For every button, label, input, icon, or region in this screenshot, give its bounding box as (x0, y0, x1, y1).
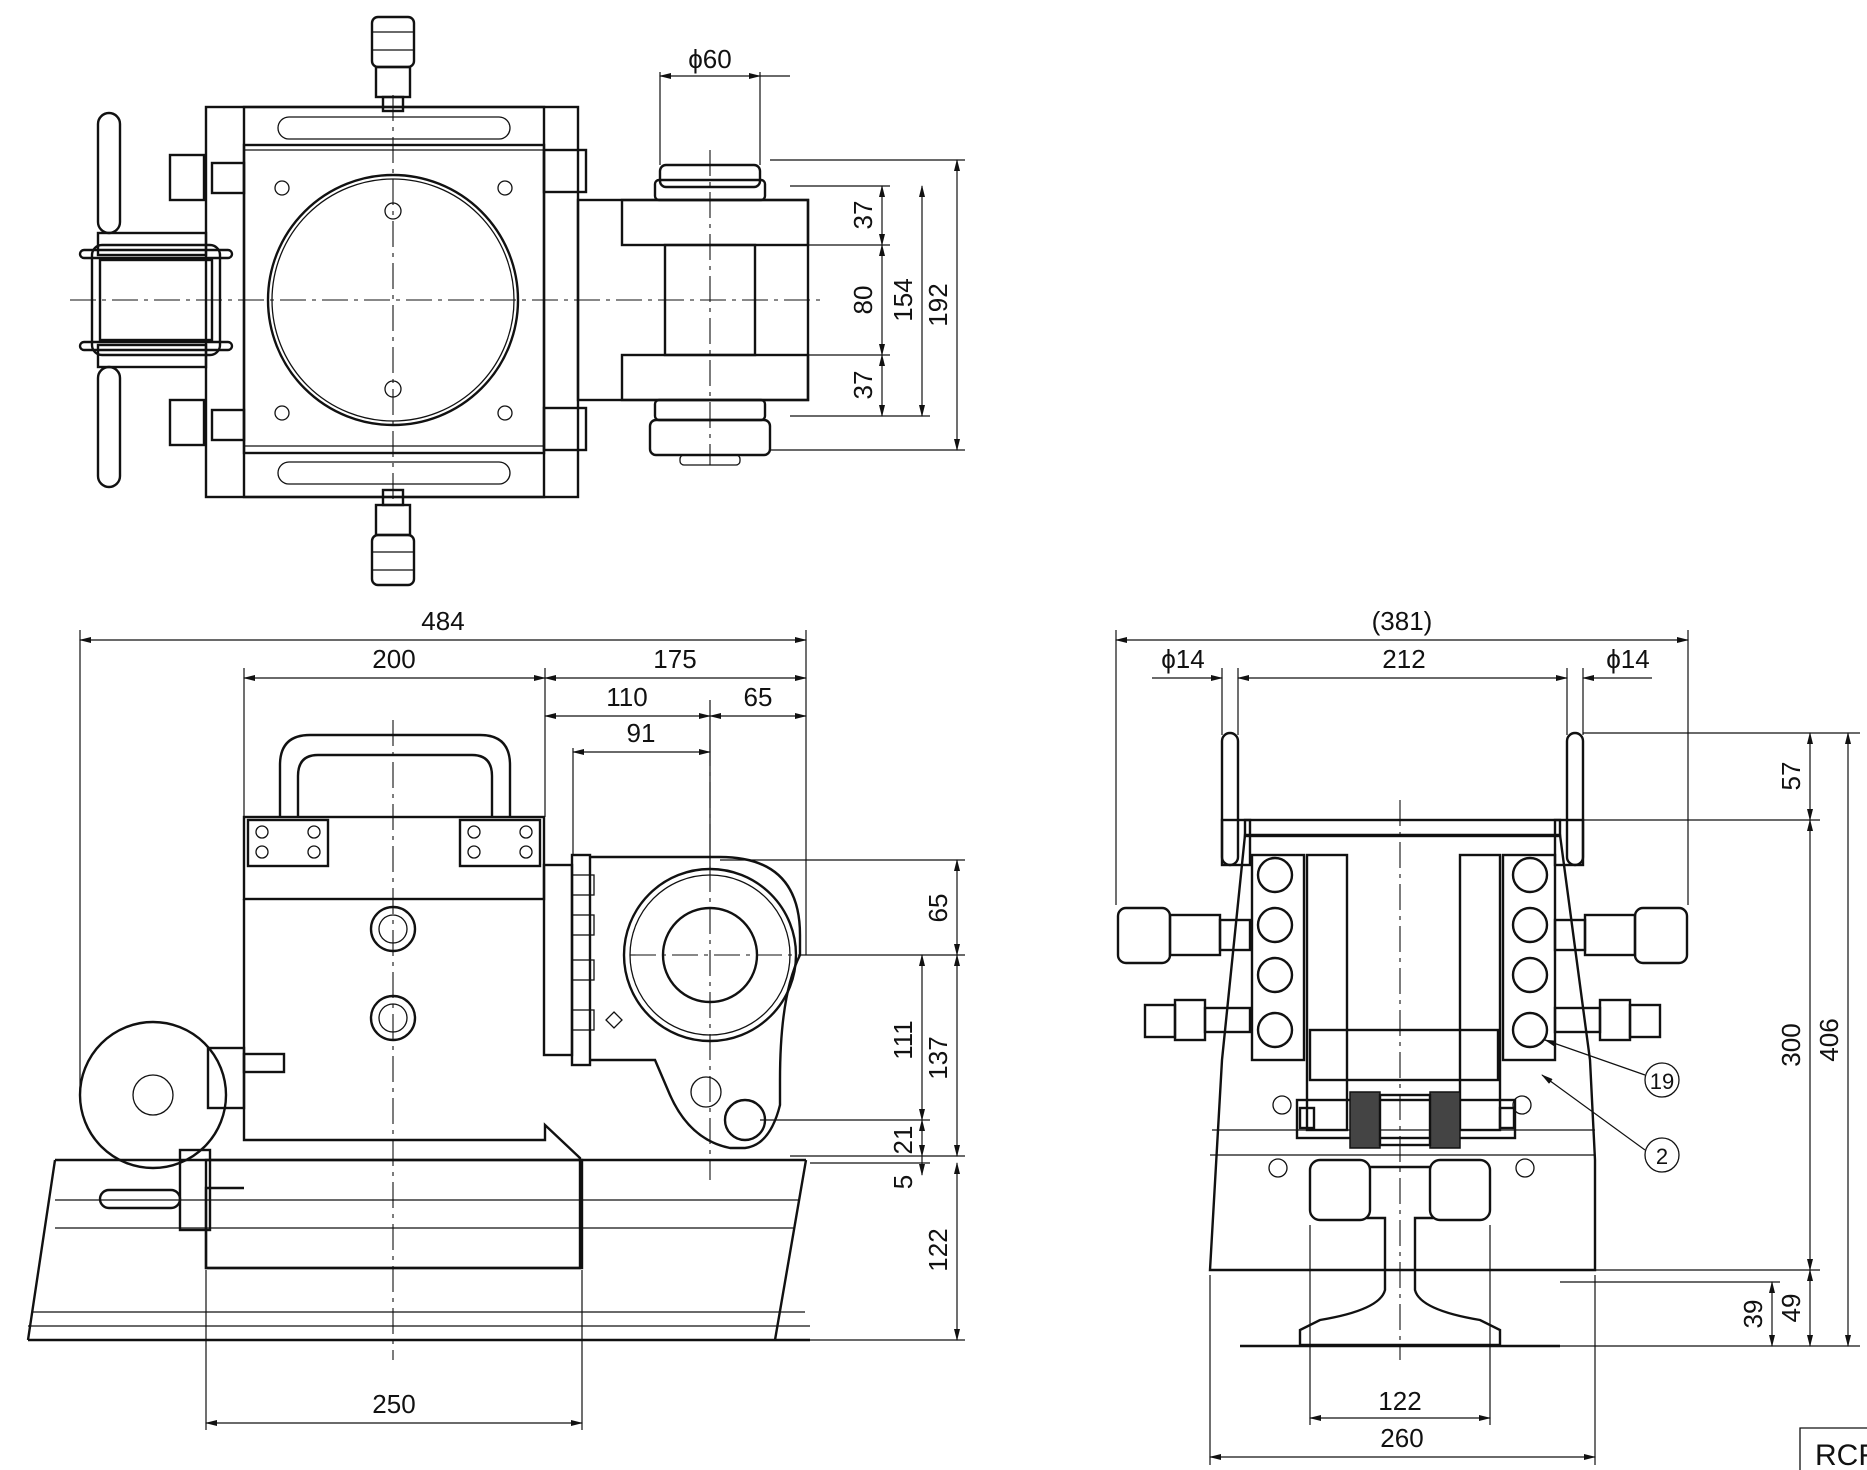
dim-rail-width: 122 (1378, 1386, 1421, 1416)
side-view-dimensions: 484 200 175 110 65 91 65 (79, 606, 965, 1430)
dim-arm-length: 175 (653, 644, 696, 674)
dim-pin-span: 212 (1382, 644, 1425, 674)
dim-center-to-end: 65 (744, 682, 773, 712)
dim-overall-depth: 192 (923, 283, 953, 326)
title-block: RCR (1799, 1427, 1867, 1470)
balloon-2-label: 2 (1656, 1144, 1668, 1169)
dim-upper-height: 65 (923, 894, 953, 923)
dim-overall-height: 406 (1814, 1018, 1844, 1061)
balloon-2 (1644, 1137, 1680, 1173)
dim-body-length: 200 (372, 644, 415, 674)
dim-inner-gap: 80 (848, 286, 878, 315)
balloon-19-label: 19 (1650, 1069, 1674, 1094)
side-view: 484 200 175 110 65 91 65 (26, 606, 965, 1430)
dim-rail-gap: 5 (888, 1175, 918, 1189)
dim-base-width: 250 (372, 1389, 415, 1419)
front-view: (381) ϕ14 212 ϕ14 57 300 (1115, 606, 1860, 1465)
dim-center-to-pin: 111 (888, 1020, 918, 1060)
balloon-callouts: 19 2 (1541, 1039, 1680, 1173)
dim-overall-width: (381) (1372, 606, 1433, 636)
dim-center-to-rail: 137 (923, 1036, 953, 1079)
dim-arm-to-center: 110 (606, 682, 647, 712)
dim-pin-dia-left: ϕ14 (1161, 644, 1204, 674)
top-view-outline (70, 15, 820, 587)
dim-base-height: 122 (923, 1228, 953, 1271)
front-view-outline (1116, 731, 1689, 1360)
top-view: ϕ60 37 80 37 154 192 (70, 15, 965, 587)
dim-pin-height: 57 (1776, 762, 1806, 791)
dim-flange-upper: 37 (848, 201, 878, 230)
dim-inner-span: 154 (888, 278, 918, 321)
dim-rail-foot: 39 (1738, 1300, 1768, 1329)
dim-pin-to-rail: 21 (888, 1126, 918, 1155)
front-view-dimensions: (381) ϕ14 212 ϕ14 57 300 (1115, 606, 1860, 1465)
dim-roller-dia: ϕ60 (688, 44, 731, 74)
top-view-dimensions: ϕ60 37 80 37 154 192 (659, 44, 965, 451)
balloon-19 (1644, 1062, 1680, 1098)
dim-base-width-front: 260 (1380, 1423, 1423, 1453)
dim-pin-offset: 91 (627, 718, 656, 748)
dim-pin-dia-right: ϕ14 (1606, 644, 1649, 674)
dim-overall-length: 484 (421, 606, 464, 636)
dim-body-height: 300 (1776, 1023, 1806, 1066)
side-view-outline (26, 720, 810, 1360)
dim-base-offset: 49 (1776, 1294, 1806, 1323)
title-block-label: RCR (1815, 1439, 1867, 1470)
dim-flange-lower: 37 (848, 371, 878, 400)
